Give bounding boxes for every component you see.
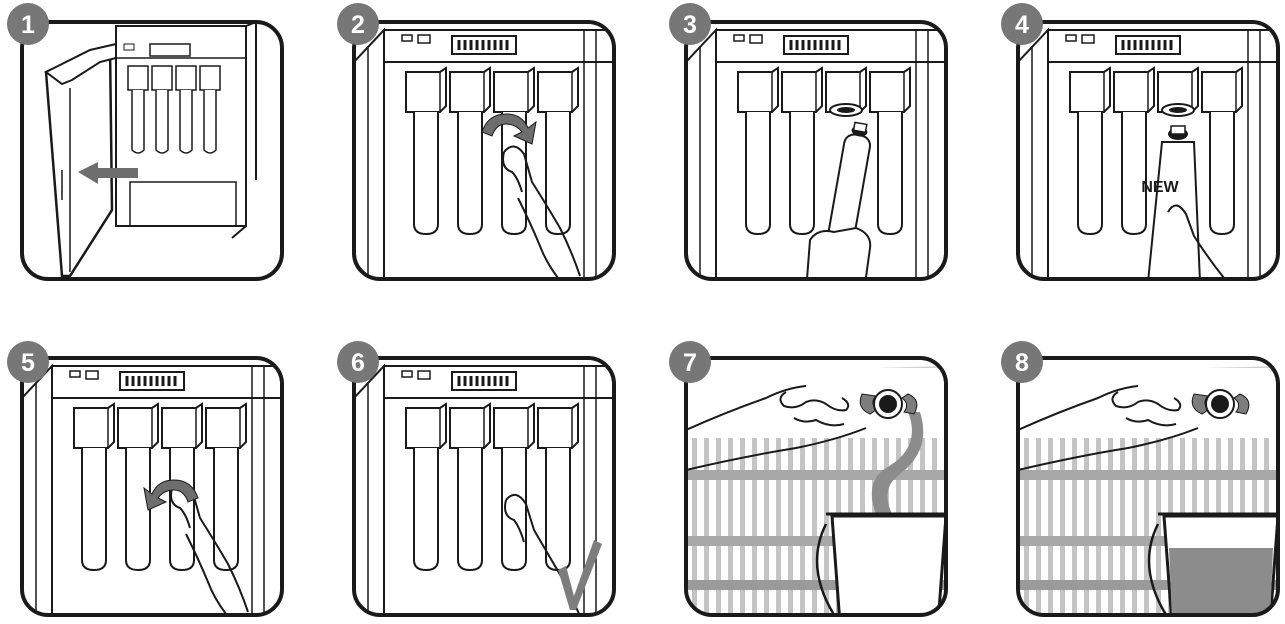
step-6-panel: 6	[337, 341, 616, 618]
step-number: 5	[21, 349, 35, 377]
step-number-badge: 5	[7, 341, 49, 383]
step-4-panel: NEW 4	[1001, 3, 1280, 282]
step-number-badge: 1	[7, 3, 49, 45]
step-8-panel: 8	[1001, 341, 1285, 624]
step-number-badge: 7	[669, 341, 711, 383]
hand-icon	[806, 228, 870, 292]
step-number: 3	[683, 11, 697, 39]
step-number: 4	[1015, 11, 1029, 39]
bucket-water	[1169, 548, 1273, 622]
step-number: 8	[1015, 349, 1029, 377]
step-5-panel: 5	[7, 341, 284, 618]
step-number-badge: 8	[1001, 341, 1043, 383]
step-number-badge: 3	[669, 3, 711, 45]
step-number: 2	[351, 11, 365, 39]
step-number-badge: 6	[337, 341, 379, 383]
step-number: 7	[683, 349, 697, 377]
step-7-panel: 7	[669, 341, 961, 624]
step-1-panel: 1	[7, 3, 282, 279]
step-2-panel: 2	[337, 3, 616, 282]
step-number-badge: 2	[337, 3, 379, 45]
step-number-badge: 4	[1001, 3, 1043, 45]
new-cartridge-label: NEW	[1141, 179, 1179, 196]
step-number: 6	[351, 349, 365, 377]
step-3-panel: 3	[669, 3, 948, 292]
step-number: 1	[21, 11, 35, 39]
